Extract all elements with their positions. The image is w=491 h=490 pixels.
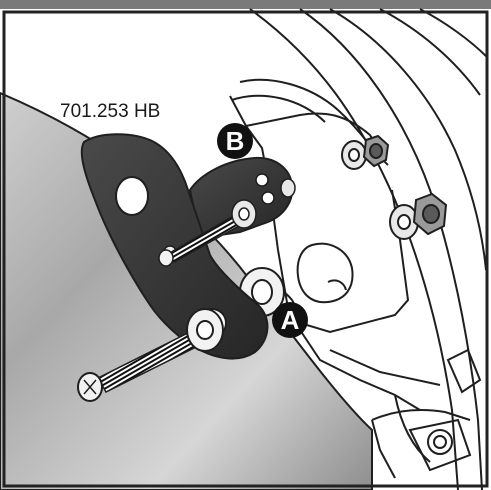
frame-border: [2, 10, 489, 488]
callout-a-label: A: [281, 305, 300, 335]
callout-a-badge: [272, 302, 308, 338]
flange-hole-lower: [261, 191, 275, 205]
flange-boss: [280, 178, 296, 198]
frame-top-bar: [0, 0, 491, 9]
bolt-upper: [158, 199, 257, 267]
part-number-label: 701.253 HB: [60, 101, 160, 122]
callout-a: A: [272, 302, 308, 338]
flange-hole-upper: [255, 173, 269, 187]
callout-b: B: [217, 123, 253, 159]
callout-b-badge: [217, 123, 253, 159]
nut-washer-lower: [389, 192, 448, 240]
bolt-lower: [77, 331, 200, 402]
callout-b-label: B: [226, 126, 245, 156]
nut-washer-upper: [341, 134, 390, 170]
bracket-large-hole: [115, 176, 149, 216]
washer-lower: [186, 308, 224, 352]
